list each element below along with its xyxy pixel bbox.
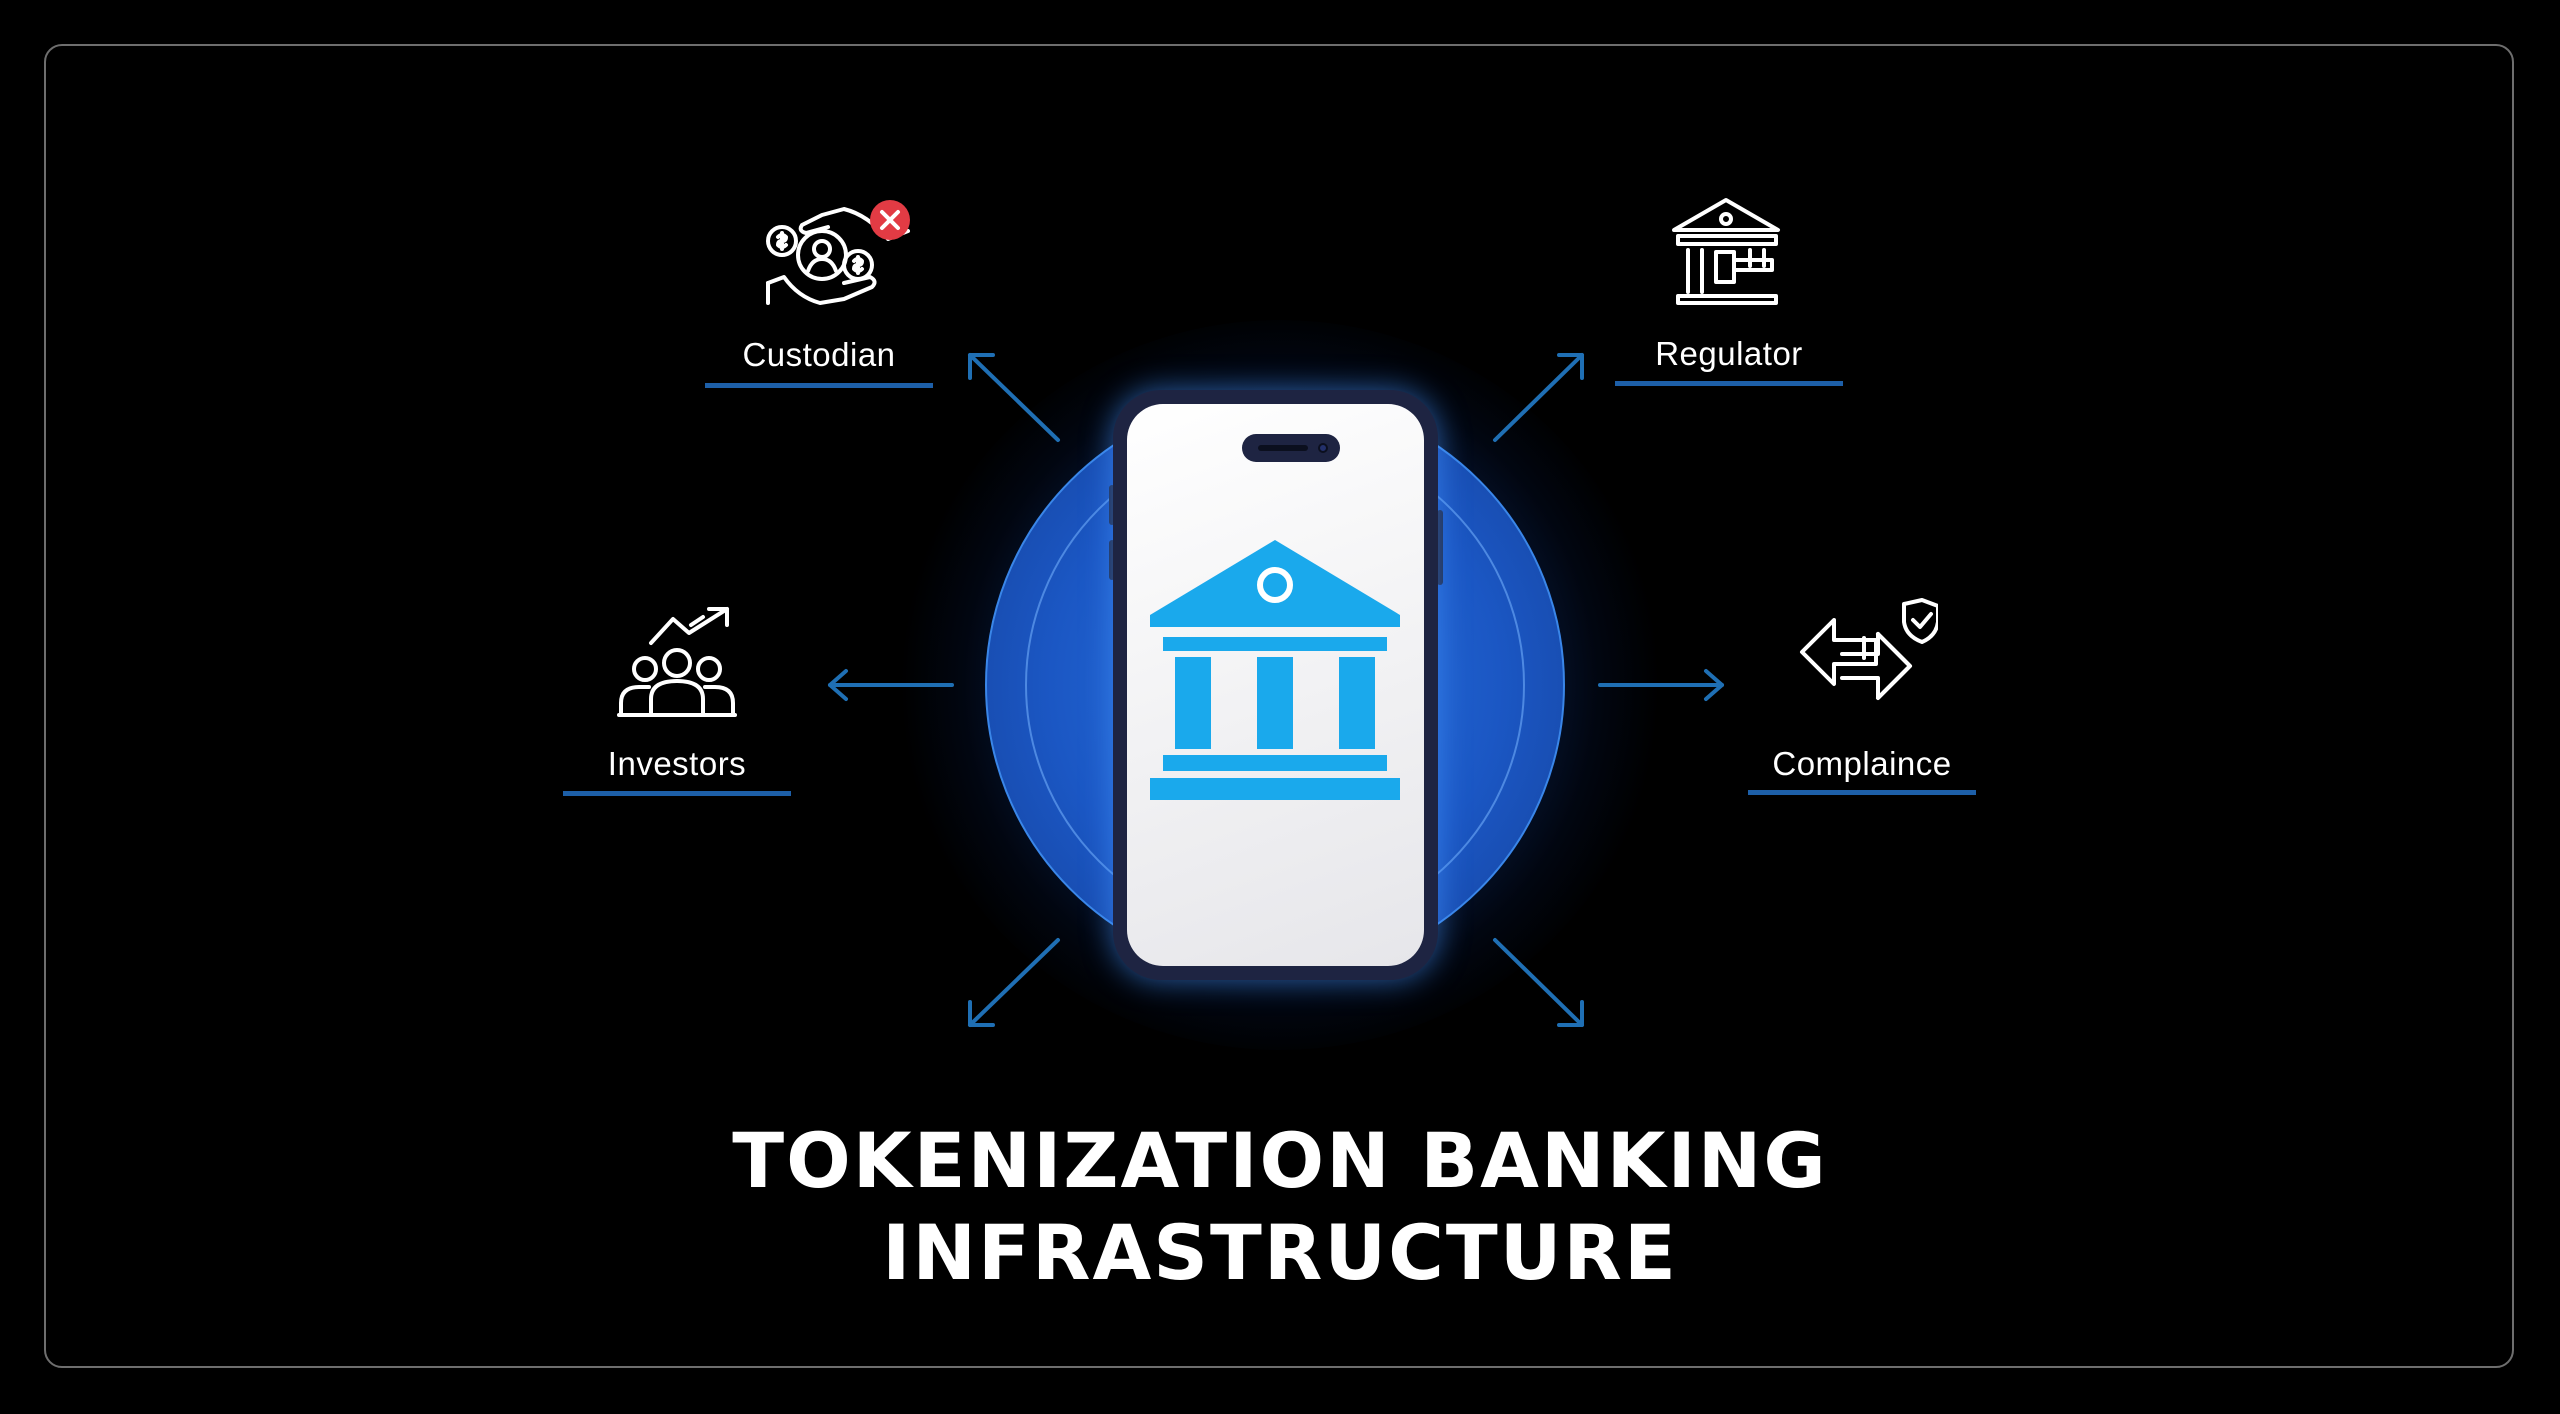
dynamic-island: [1242, 434, 1340, 462]
hand-money-person-icon: [766, 200, 910, 305]
group-growth-icon: [617, 607, 737, 717]
arrow-to-regulator: [1493, 353, 1584, 442]
node-underline: [563, 791, 791, 796]
bank-building-icon: [1150, 540, 1400, 800]
title-line-2: INFRASTRUCTURE: [882, 1208, 1678, 1297]
node-underline: [1615, 381, 1843, 386]
node-label-investors: Investors: [607, 745, 747, 782]
exchange-shield-icon: [1800, 598, 1938, 700]
arrow-bottom-left: [968, 938, 1060, 1027]
node-underline: [705, 383, 933, 388]
node-underline: [1748, 790, 1976, 795]
arrow-to-compliance: [1598, 669, 1724, 701]
arrow-to-custodian: [968, 353, 1060, 442]
phone-power-button: [1437, 510, 1443, 585]
courthouse-gavel-icon: [1672, 198, 1780, 305]
node-label-custodian: Custodian: [742, 336, 896, 373]
node-label-compliance: Complaince: [1772, 745, 1952, 782]
arrow-bottom-right: [1493, 938, 1584, 1027]
arrow-to-investors: [828, 669, 954, 701]
phone-side-button: [1109, 485, 1115, 525]
node-label-regulator: Regulator: [1655, 335, 1803, 372]
phone-side-button: [1109, 540, 1115, 580]
diagram-title: TOKENIZATION BANKING INFRASTRUCTURE: [0, 1115, 2560, 1299]
title-line-1: TOKENIZATION BANKING: [732, 1116, 1828, 1205]
